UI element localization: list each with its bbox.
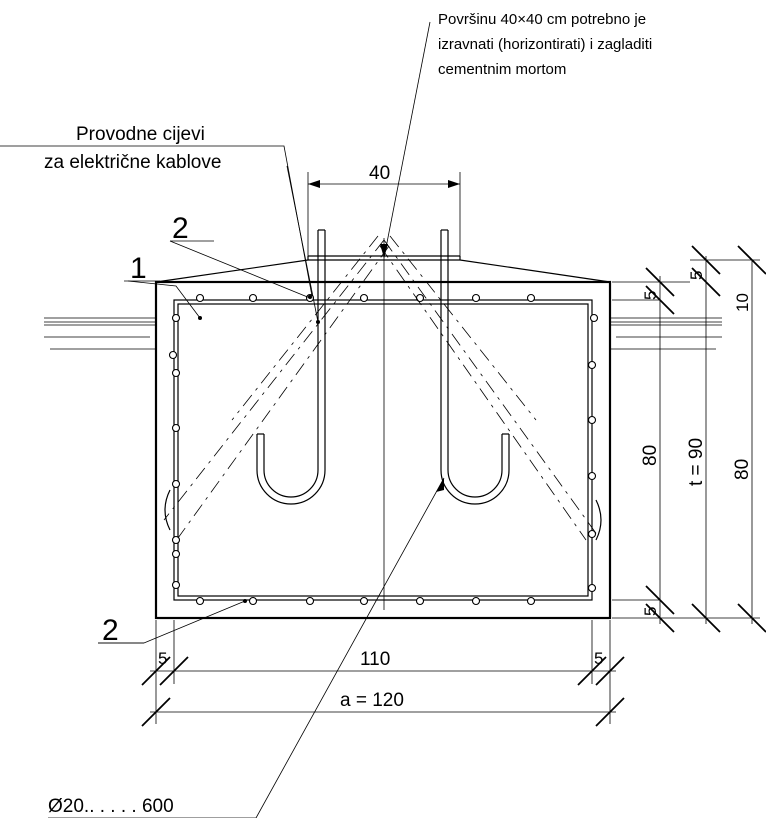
dim-left-5-text: 5	[158, 649, 167, 668]
anchor-bolt-left	[256, 229, 326, 505]
dim-bottom	[141, 620, 625, 727]
dim-inner-5-top-text: 5	[641, 291, 660, 300]
conduits-label-1: Provodne cijevi	[76, 124, 205, 145]
dim-right-10-text: 10	[733, 293, 752, 312]
dim-depth-text: t = 90	[686, 438, 707, 486]
conduit-pipes	[163, 235, 599, 610]
item-2-top-label: 2	[172, 212, 189, 245]
dim-width-text: a = 120	[340, 690, 404, 711]
dim-top-right-5-text: 5	[687, 271, 706, 280]
dim-inner-5-bottom-text: 5	[641, 607, 660, 616]
dim-right-5-text: 5	[594, 649, 603, 668]
reinforcement-cage	[164, 299, 602, 601]
dim-right	[612, 245, 766, 633]
item-1-label: 1	[130, 252, 147, 285]
dim-40-text: 40	[369, 163, 390, 184]
rebar-sections	[168, 293, 599, 606]
note-line-2: izravnati (horizontirati) i zagladiti	[438, 36, 652, 53]
ground-left	[44, 317, 156, 350]
ground-right	[610, 317, 722, 350]
rebar-label: Ø20.. . . . . 600	[48, 796, 174, 817]
conduits-label-2: za električne kablove	[44, 152, 221, 173]
foundation-block	[154, 255, 612, 620]
dim-110-text: 110	[360, 649, 390, 670]
note-line-3: cementnim mortom	[438, 61, 566, 78]
anchor-bolt-right	[440, 229, 510, 505]
note-line-1: Površinu 40×40 cm potrebno je	[438, 11, 646, 28]
dim-plate	[307, 172, 461, 256]
dim-inner-80-text: 80	[640, 445, 661, 466]
item-2-bottom-label: 2	[102, 614, 119, 647]
dim-outer-80-text: 80	[732, 459, 753, 480]
